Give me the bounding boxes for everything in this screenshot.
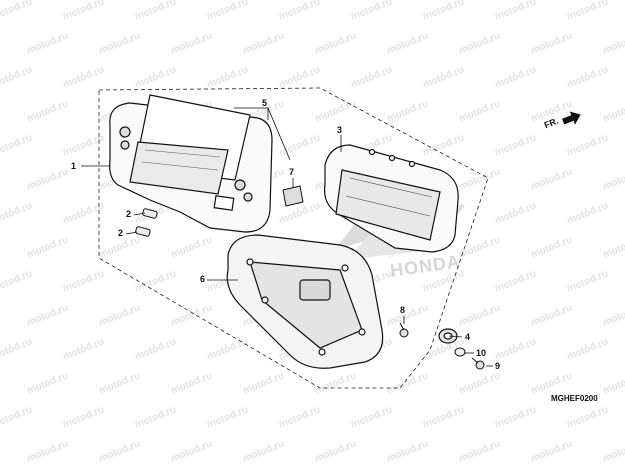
bulb-parts-2 (135, 208, 158, 237)
callout-3: 3 (337, 125, 343, 135)
assembly-boundary (98, 87, 489, 389)
meter-housing-part-1 (109, 94, 273, 233)
callout-8: 8 (400, 305, 406, 315)
callout-5: 5 (262, 98, 268, 108)
callout-7: 7 (289, 167, 295, 177)
callout-6: 6 (200, 274, 206, 284)
collar-part-10 (454, 347, 466, 357)
leader-lines (81, 107, 493, 367)
screw-part-8 (399, 322, 409, 338)
meter-case-part-6 (226, 234, 384, 369)
reflector-part-7 (282, 185, 304, 207)
callout-1: 1 (71, 161, 77, 171)
callout-2a: 2 (126, 209, 132, 219)
bolt-part-9 (471, 357, 485, 370)
callout-10: 10 (476, 348, 487, 358)
callout-4: 4 (465, 332, 471, 342)
diagram-code: MGHEF0200 (551, 394, 598, 403)
front-direction-arrow (562, 111, 581, 125)
grommet-part-4 (438, 328, 458, 344)
callout-2b: 2 (118, 228, 124, 238)
callout-9: 9 (495, 361, 501, 371)
meter-unit-part-3 (323, 144, 459, 253)
